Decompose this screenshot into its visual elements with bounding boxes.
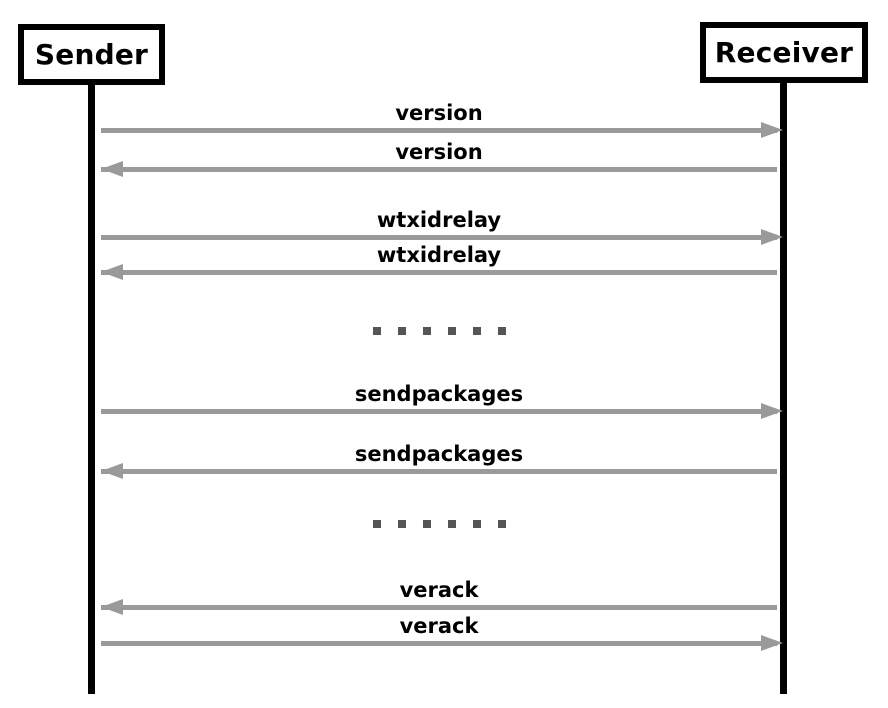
- ellipsis-dot: [397, 520, 406, 528]
- ellipsis-row: [101, 327, 777, 335]
- arrowhead-right-icon: [761, 635, 783, 651]
- arrowhead-left-icon: [101, 264, 123, 280]
- participant-receiver-label: Receiver: [714, 36, 854, 69]
- ellipsis-dot: [372, 520, 381, 528]
- ellipsis-dot: [472, 520, 481, 528]
- ellipsis-dot: [372, 327, 381, 335]
- message-label: wtxidrelay: [376, 208, 502, 232]
- arrowhead-left-icon: [101, 599, 123, 615]
- message-label: sendpackages: [354, 382, 524, 406]
- participant-receiver: Receiver: [700, 22, 868, 83]
- arrowhead-right-icon: [761, 403, 783, 419]
- message-line: [101, 605, 777, 610]
- message-line: [101, 235, 777, 240]
- ellipsis-row: [101, 520, 777, 528]
- ellipsis-dot: [422, 327, 431, 335]
- ellipsis-dot: [447, 520, 456, 528]
- ellipsis-dot: [497, 327, 506, 335]
- lifeline-sender: [88, 82, 95, 694]
- arrowhead-left-icon: [101, 161, 123, 177]
- arrowhead-right-icon: [761, 229, 783, 245]
- message-label: version: [395, 140, 483, 164]
- message-line: [101, 270, 777, 275]
- message-line: [101, 128, 777, 133]
- message-label: version: [395, 101, 483, 125]
- participant-sender-label: Sender: [34, 38, 149, 71]
- participant-sender: Sender: [18, 24, 165, 85]
- message-line: [101, 469, 777, 474]
- ellipsis-dot: [397, 327, 406, 335]
- message-label: verack: [399, 578, 479, 602]
- message-line: [101, 167, 777, 172]
- ellipsis-dot: [422, 520, 431, 528]
- message-label: verack: [399, 614, 479, 638]
- message-line: [101, 641, 777, 646]
- message-label: sendpackages: [354, 442, 524, 466]
- message-label: wtxidrelay: [376, 243, 502, 267]
- arrowhead-right-icon: [761, 122, 783, 138]
- ellipsis-dot: [447, 327, 456, 335]
- message-line: [101, 409, 777, 414]
- ellipsis-dot: [472, 327, 481, 335]
- lifeline-receiver: [780, 80, 787, 694]
- arrowhead-left-icon: [101, 463, 123, 479]
- ellipsis-dot: [497, 520, 506, 528]
